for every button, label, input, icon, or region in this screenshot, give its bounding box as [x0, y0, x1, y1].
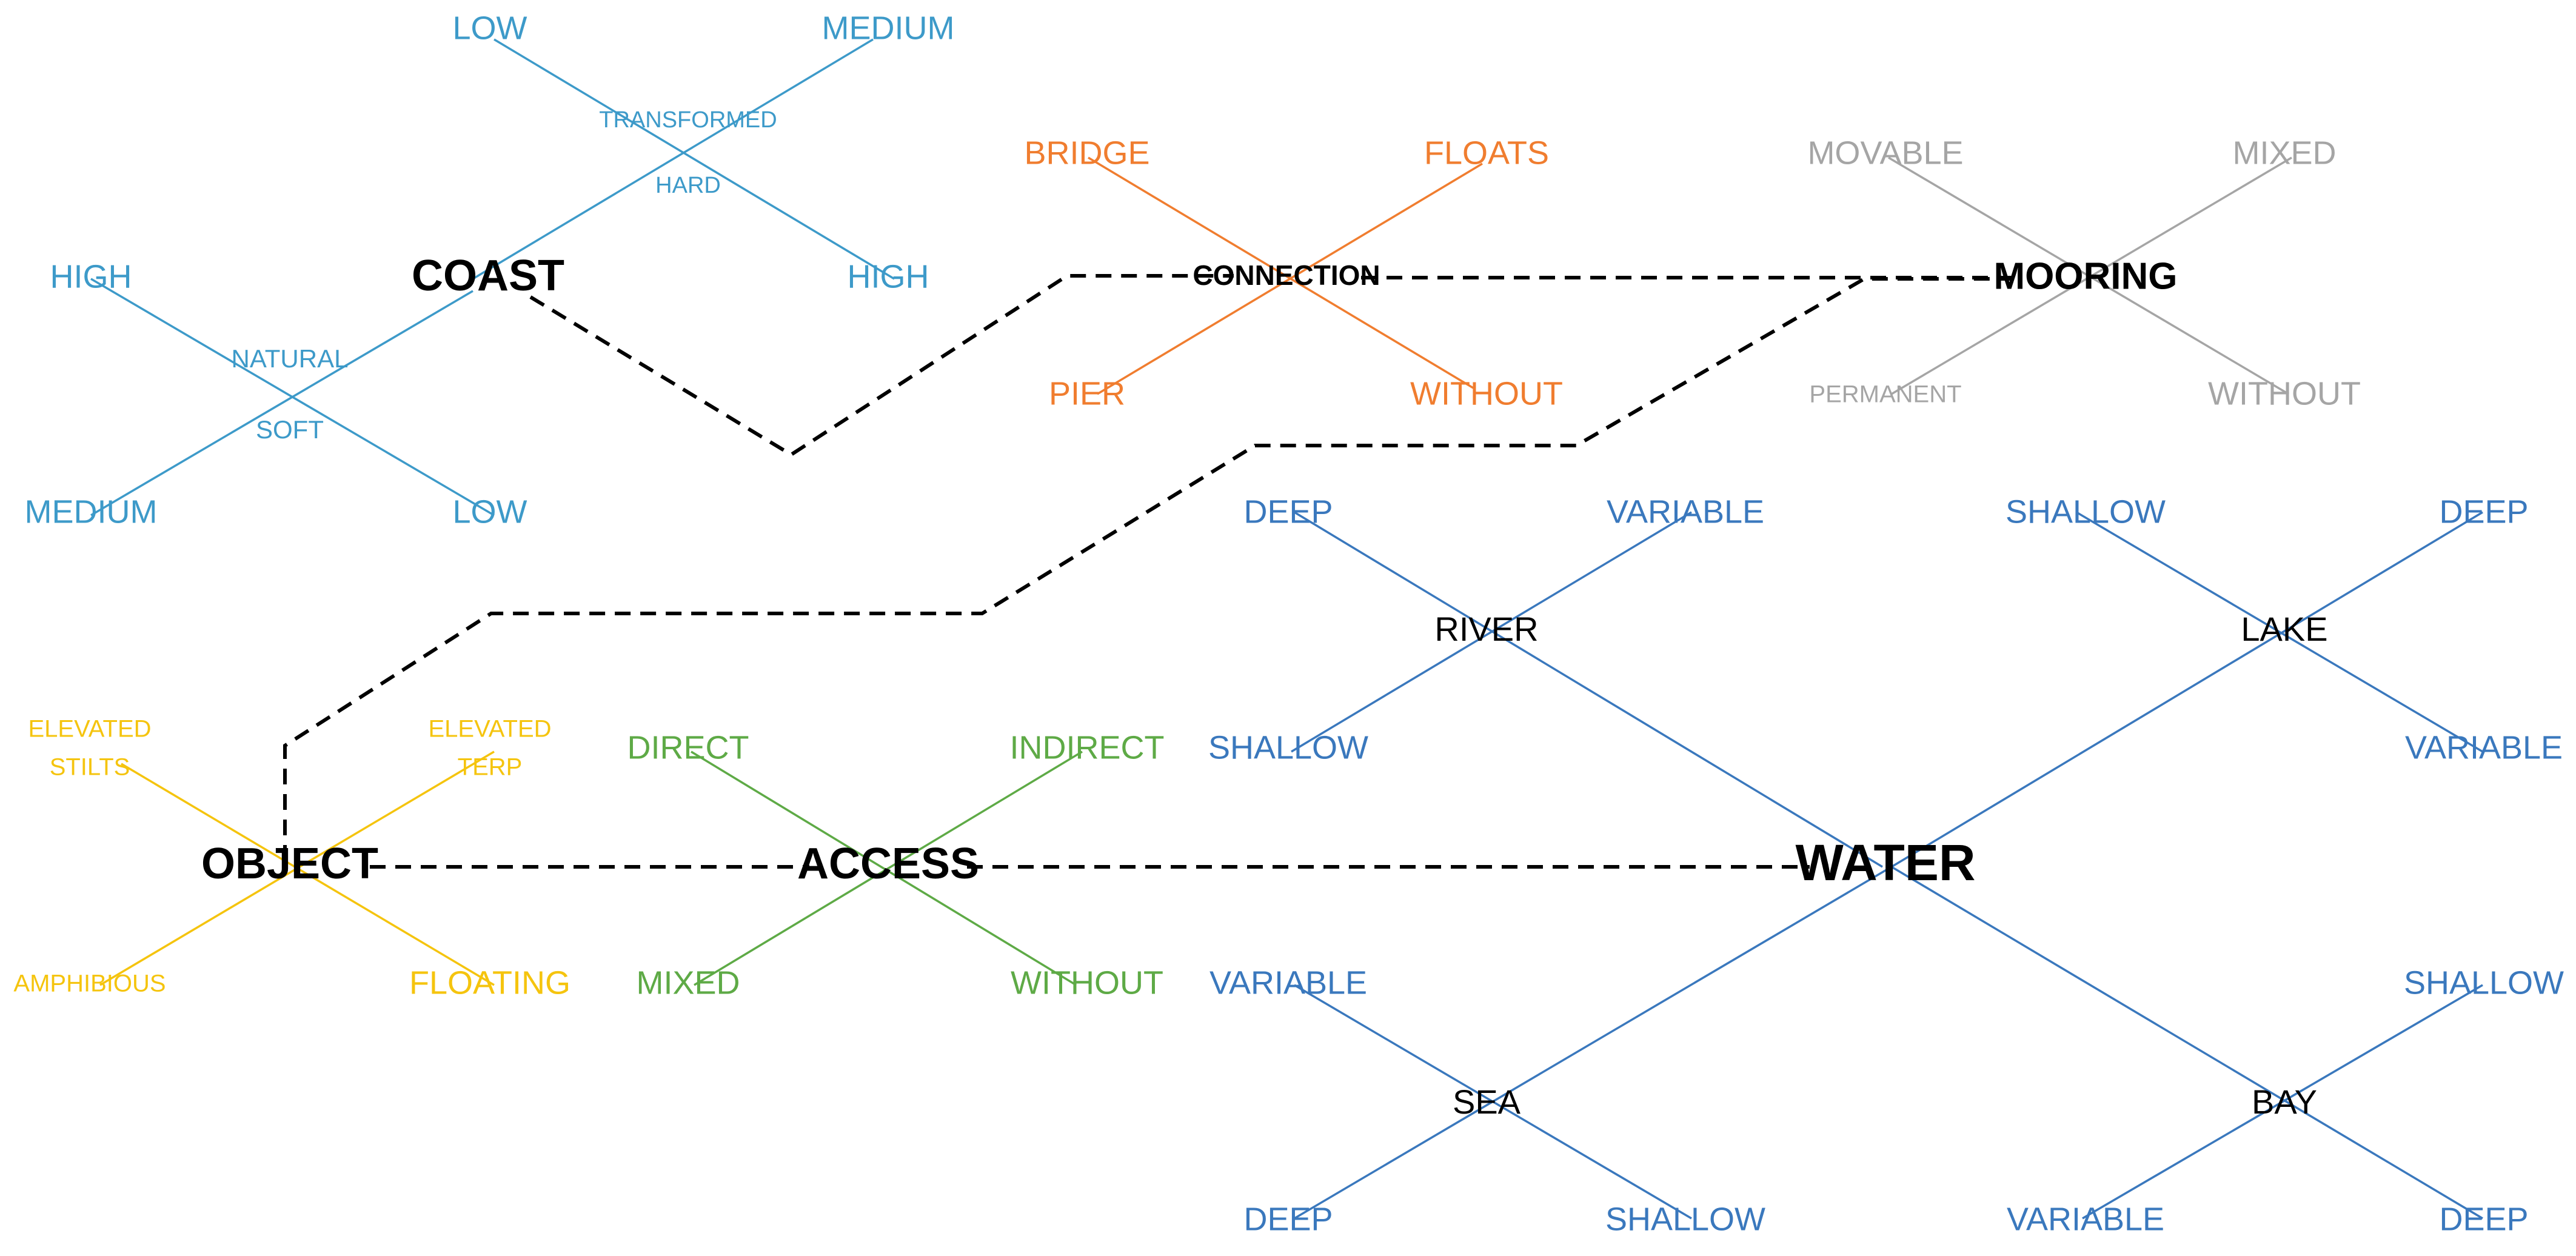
- coast-label-upper-bottom-right: HIGH: [848, 258, 929, 295]
- bay-label-shallow: SHALLOW: [2404, 964, 2564, 1001]
- mooring-line-1: [1888, 156, 2289, 395]
- river-label-deep: DEEP: [1243, 493, 1333, 530]
- object-label-amphibious: AMPHIBIOUS: [13, 970, 166, 997]
- hub-mooring: MOORING: [1993, 255, 2177, 297]
- access-label-indirect: INDIRECT: [1010, 729, 1165, 766]
- hub-labels: COAST CONNECTION MOORING OBJECT ACCESS W…: [201, 252, 2328, 1121]
- coast-label-transformed: TRANSFORMED: [599, 107, 777, 133]
- hub-river: RIVER: [1434, 610, 1538, 648]
- coast-label-lower-bottom-left: MEDIUM: [25, 493, 158, 530]
- sea-label-shallow: SHALLOW: [1605, 1201, 1765, 1237]
- bay-label-variable: VARIABLE: [2007, 1201, 2164, 1237]
- coast-upper-line-1: [493, 38, 895, 280]
- coast-upper-line-2: [472, 38, 874, 280]
- connection-label-floats: FLOATS: [1424, 135, 1549, 171]
- river-line-b: [1291, 511, 1692, 753]
- object-label-floating: FLOATING: [409, 964, 570, 1001]
- lake-line-b: [1891, 511, 2483, 868]
- coast-label-natural: NATURAL: [232, 344, 349, 373]
- dashed-connectors: [283, 274, 2013, 869]
- object-label-terp: TERP: [458, 754, 523, 781]
- hub-connection: CONNECTION: [1193, 259, 1380, 291]
- lake-label-deep: DEEP: [2439, 493, 2528, 530]
- hub-sea: SEA: [1453, 1083, 1521, 1121]
- mooring-label-permanent: PERMANENT: [1809, 381, 1961, 408]
- access-line-2: [694, 750, 1083, 986]
- coast-label-upper-left: LOW: [452, 10, 527, 46]
- object-line-1: [121, 763, 495, 986]
- coast-label-upper-right: MEDIUM: [822, 10, 955, 46]
- coast-label-soft: SOFT: [256, 415, 324, 444]
- river-label-shallow: SHALLOW: [1208, 729, 1368, 766]
- sea-line-a: [1294, 866, 1892, 1220]
- access-label-direct: DIRECT: [627, 729, 749, 766]
- connection-line-2: [1097, 162, 1483, 395]
- connection-line-1: [1088, 156, 1474, 389]
- coast-label-lower-bottom-right: LOW: [452, 493, 527, 530]
- coast-labels: LOW MEDIUM TRANSFORMED HARD HIGH HIGH NA…: [25, 10, 955, 530]
- connection-label-without: WITHOUT: [1410, 375, 1563, 412]
- coast-lower-line-2: [90, 290, 473, 516]
- connection-cross: [1088, 156, 1483, 395]
- hub-coast: COAST: [412, 252, 564, 300]
- mooring-label-mixed: MIXED: [2232, 135, 2336, 171]
- lake-label-shallow: SHALLOW: [2006, 493, 2166, 530]
- access-line-1: [691, 750, 1077, 986]
- connection-label-pier: PIER: [1049, 375, 1125, 412]
- mooring-label-without: WITHOUT: [2208, 375, 2361, 412]
- object-label-elevated-left: ELEVATED: [28, 716, 151, 743]
- river-label-variable: VARIABLE: [1607, 493, 1764, 530]
- object-labels: ELEVATED STILTS ELEVATED TERP AMPHIBIOUS…: [13, 716, 570, 1001]
- water-network: [1291, 511, 2483, 1220]
- connector-object-mooring: [283, 277, 2013, 861]
- bay-line-a: [1891, 866, 2483, 1220]
- coast-label-lower-top-left: HIGH: [50, 258, 132, 295]
- connection-labels: BRIDGE FLOATS PIER WITHOUT: [1024, 135, 1563, 412]
- access-label-without: WITHOUT: [1011, 964, 1163, 1001]
- lake-label-variable: VARIABLE: [2405, 729, 2563, 766]
- mooring-cross: [1888, 156, 2292, 395]
- lake-line-a: [2076, 511, 2483, 753]
- mooring-label-movable: MOVABLE: [1807, 135, 1963, 171]
- bay-line-b: [2082, 984, 2483, 1220]
- mooring-labels: MOVABLE MIXED PERMANENT WITHOUT: [1807, 135, 2361, 412]
- object-line-2: [99, 750, 495, 986]
- object-label-elevated-right: ELEVATED: [428, 716, 551, 743]
- connector-coast-connection: [529, 274, 1234, 457]
- water-labels: DEEP VARIABLE SHALLOW SHALLOW DEEP VARIA…: [1208, 493, 2564, 1237]
- hub-water: WATER: [1795, 834, 1975, 891]
- access-cross: [691, 750, 1083, 986]
- sea-line-b: [1294, 984, 1692, 1220]
- coast-upper-cross: [472, 38, 895, 280]
- access-label-mixed: MIXED: [636, 964, 740, 1001]
- coast-lower-cross: [90, 278, 495, 516]
- object-label-stilts: STILTS: [50, 754, 130, 781]
- sea-label-deep: DEEP: [1243, 1201, 1333, 1237]
- hub-lake: LAKE: [2241, 610, 2327, 648]
- coast-label-hard: HARD: [655, 173, 721, 198]
- mooring-line-2: [1891, 156, 2292, 395]
- access-labels: DIRECT INDIRECT MIXED WITHOUT: [627, 729, 1165, 1001]
- river-line-a: [1294, 511, 1883, 868]
- hub-bay: BAY: [2252, 1083, 2317, 1121]
- hub-object: OBJECT: [201, 840, 378, 888]
- connection-label-bridge: BRIDGE: [1024, 135, 1149, 171]
- bay-label-deep: DEEP: [2439, 1201, 2528, 1237]
- object-cross: [99, 750, 495, 986]
- hub-access: ACCESS: [797, 840, 979, 888]
- sea-label-variable: VARIABLE: [1209, 964, 1367, 1001]
